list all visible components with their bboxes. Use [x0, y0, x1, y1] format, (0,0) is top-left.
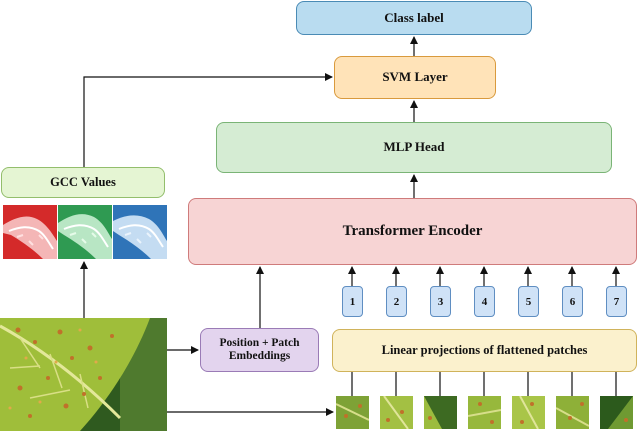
position-patch-embeddings-box: Position + Patch Embeddings	[200, 328, 319, 372]
input-leaf-image	[0, 318, 167, 431]
mlp-head-box: MLP Head	[216, 122, 612, 173]
token-1: 1	[342, 286, 363, 317]
leaf-patch-5	[512, 396, 545, 429]
token-7: 7	[606, 286, 627, 317]
leaf-patch-3	[424, 396, 457, 429]
linear-projections-box: Linear projections of flattened patches	[332, 329, 637, 372]
token-7-label: 7	[613, 295, 620, 308]
token-5: 5	[518, 286, 539, 317]
position-patch-embeddings-text: Position + Patch Embeddings	[219, 336, 300, 362]
leaf-patch-7	[600, 396, 633, 429]
svm-layer-box: SVM Layer	[334, 56, 496, 99]
token-3: 3	[430, 286, 451, 317]
leaf-patch-2	[380, 396, 413, 429]
class-label-text: Class label	[384, 9, 444, 25]
gcc-values-box: GCC Values	[1, 167, 165, 198]
token-5-label: 5	[525, 295, 532, 308]
red-channel-image	[3, 205, 57, 259]
transformer-encoder-text: Transformer Encoder	[342, 222, 483, 239]
gcc-values-text: GCC Values	[50, 175, 116, 190]
token-6: 6	[562, 286, 583, 317]
linear-projections-text: Linear projections of flattened patches	[381, 343, 588, 358]
token-1-label: 1	[349, 295, 356, 308]
token-4-label: 4	[481, 295, 488, 308]
blue-channel-image	[113, 205, 167, 259]
arrow-gcc-to-svm	[83, 73, 333, 167]
green-channel-image	[58, 205, 112, 259]
token-6-label: 6	[569, 295, 576, 308]
transformer-encoder-box: Transformer Encoder	[188, 198, 637, 265]
token-2-label: 2	[393, 295, 400, 308]
token-3-label: 3	[437, 295, 444, 308]
token-4: 4	[474, 286, 495, 317]
leaf-patch-4	[468, 396, 501, 429]
leaf-patch-6	[556, 396, 589, 429]
leaf-patch-1	[336, 396, 369, 429]
class-label-box: Class label	[296, 1, 532, 35]
token-2: 2	[386, 286, 407, 317]
mlp-head-text: MLP Head	[383, 139, 445, 155]
svm-layer-text: SVM Layer	[382, 69, 448, 85]
